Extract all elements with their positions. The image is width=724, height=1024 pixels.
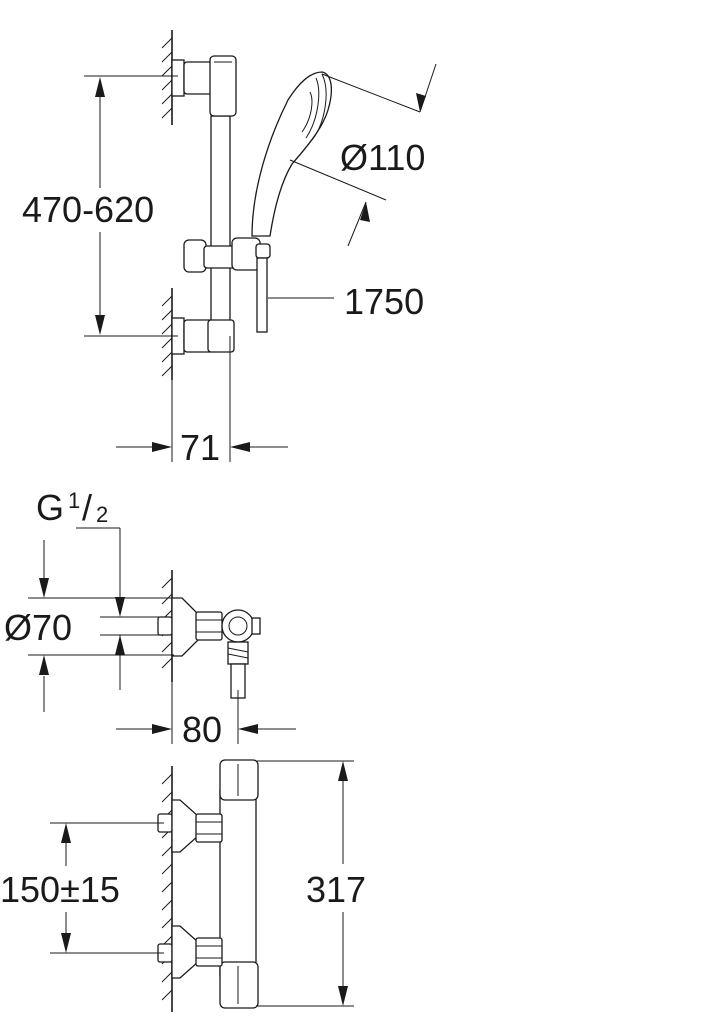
thread-size-denominator: 2 [96, 502, 108, 527]
thread-size-slash: / [82, 487, 92, 528]
shower-set-view: 470-620 Ø110 1750 71 [22, 30, 437, 468]
wall-upper [161, 30, 173, 125]
inlet-stub-top [157, 616, 173, 636]
thermostat-front-view: 150±15 317 [0, 759, 366, 1012]
projection-71-label: 71 [180, 427, 220, 468]
escutcheon-diameter-dimension [28, 540, 174, 712]
thermostat-top-view: G 1 / 2 Ø70 80 [4, 487, 296, 750]
thermostat-body-inner [228, 616, 248, 636]
connection-nut-top [195, 611, 223, 641]
projection-80-dimension [116, 682, 296, 744]
wall-front-view [161, 766, 173, 1012]
rail-height-label: 470-620 [22, 189, 154, 230]
escutcheon-diameter-label: Ø70 [4, 607, 72, 648]
handshower-diameter-dimension [289, 63, 437, 247]
projection-71-dimension [116, 336, 288, 462]
shower-hose [256, 257, 268, 333]
lower-wall-bracket [171, 317, 235, 355]
thread-size-leader [76, 527, 160, 690]
rail-height-dimension [84, 75, 178, 337]
projection-80-label: 80 [182, 709, 222, 750]
inlet-centers-label: 150±15 [0, 869, 120, 910]
thread-size-numerator: 1 [68, 488, 80, 513]
hand-shower [251, 71, 333, 237]
thread-size-prefix: G [36, 487, 64, 528]
shower-rail [210, 115, 231, 337]
body-cap-top [251, 617, 261, 635]
bottom-handle [219, 961, 259, 1009]
body-length-dimension [256, 760, 354, 1007]
thermostat-body-front [219, 789, 257, 977]
escutcheon-top [171, 597, 199, 657]
top-handle [219, 759, 259, 801]
shower-slider [183, 237, 271, 273]
outlet-nut-top [227, 641, 249, 665]
handshower-diameter-label: Ø110 [340, 137, 425, 178]
inlet-centers-dimension [50, 822, 164, 954]
upper-inlet [157, 799, 223, 853]
wall-lower [161, 288, 173, 380]
lower-inlet [157, 925, 223, 979]
body-length-label: 317 [306, 869, 366, 910]
thread-line-b [227, 653, 249, 659]
upper-wall-bracket [171, 55, 237, 117]
hose-length-label: 1750 [344, 281, 424, 322]
thermostat-body-top [221, 609, 255, 643]
thread-line-a [227, 647, 249, 653]
